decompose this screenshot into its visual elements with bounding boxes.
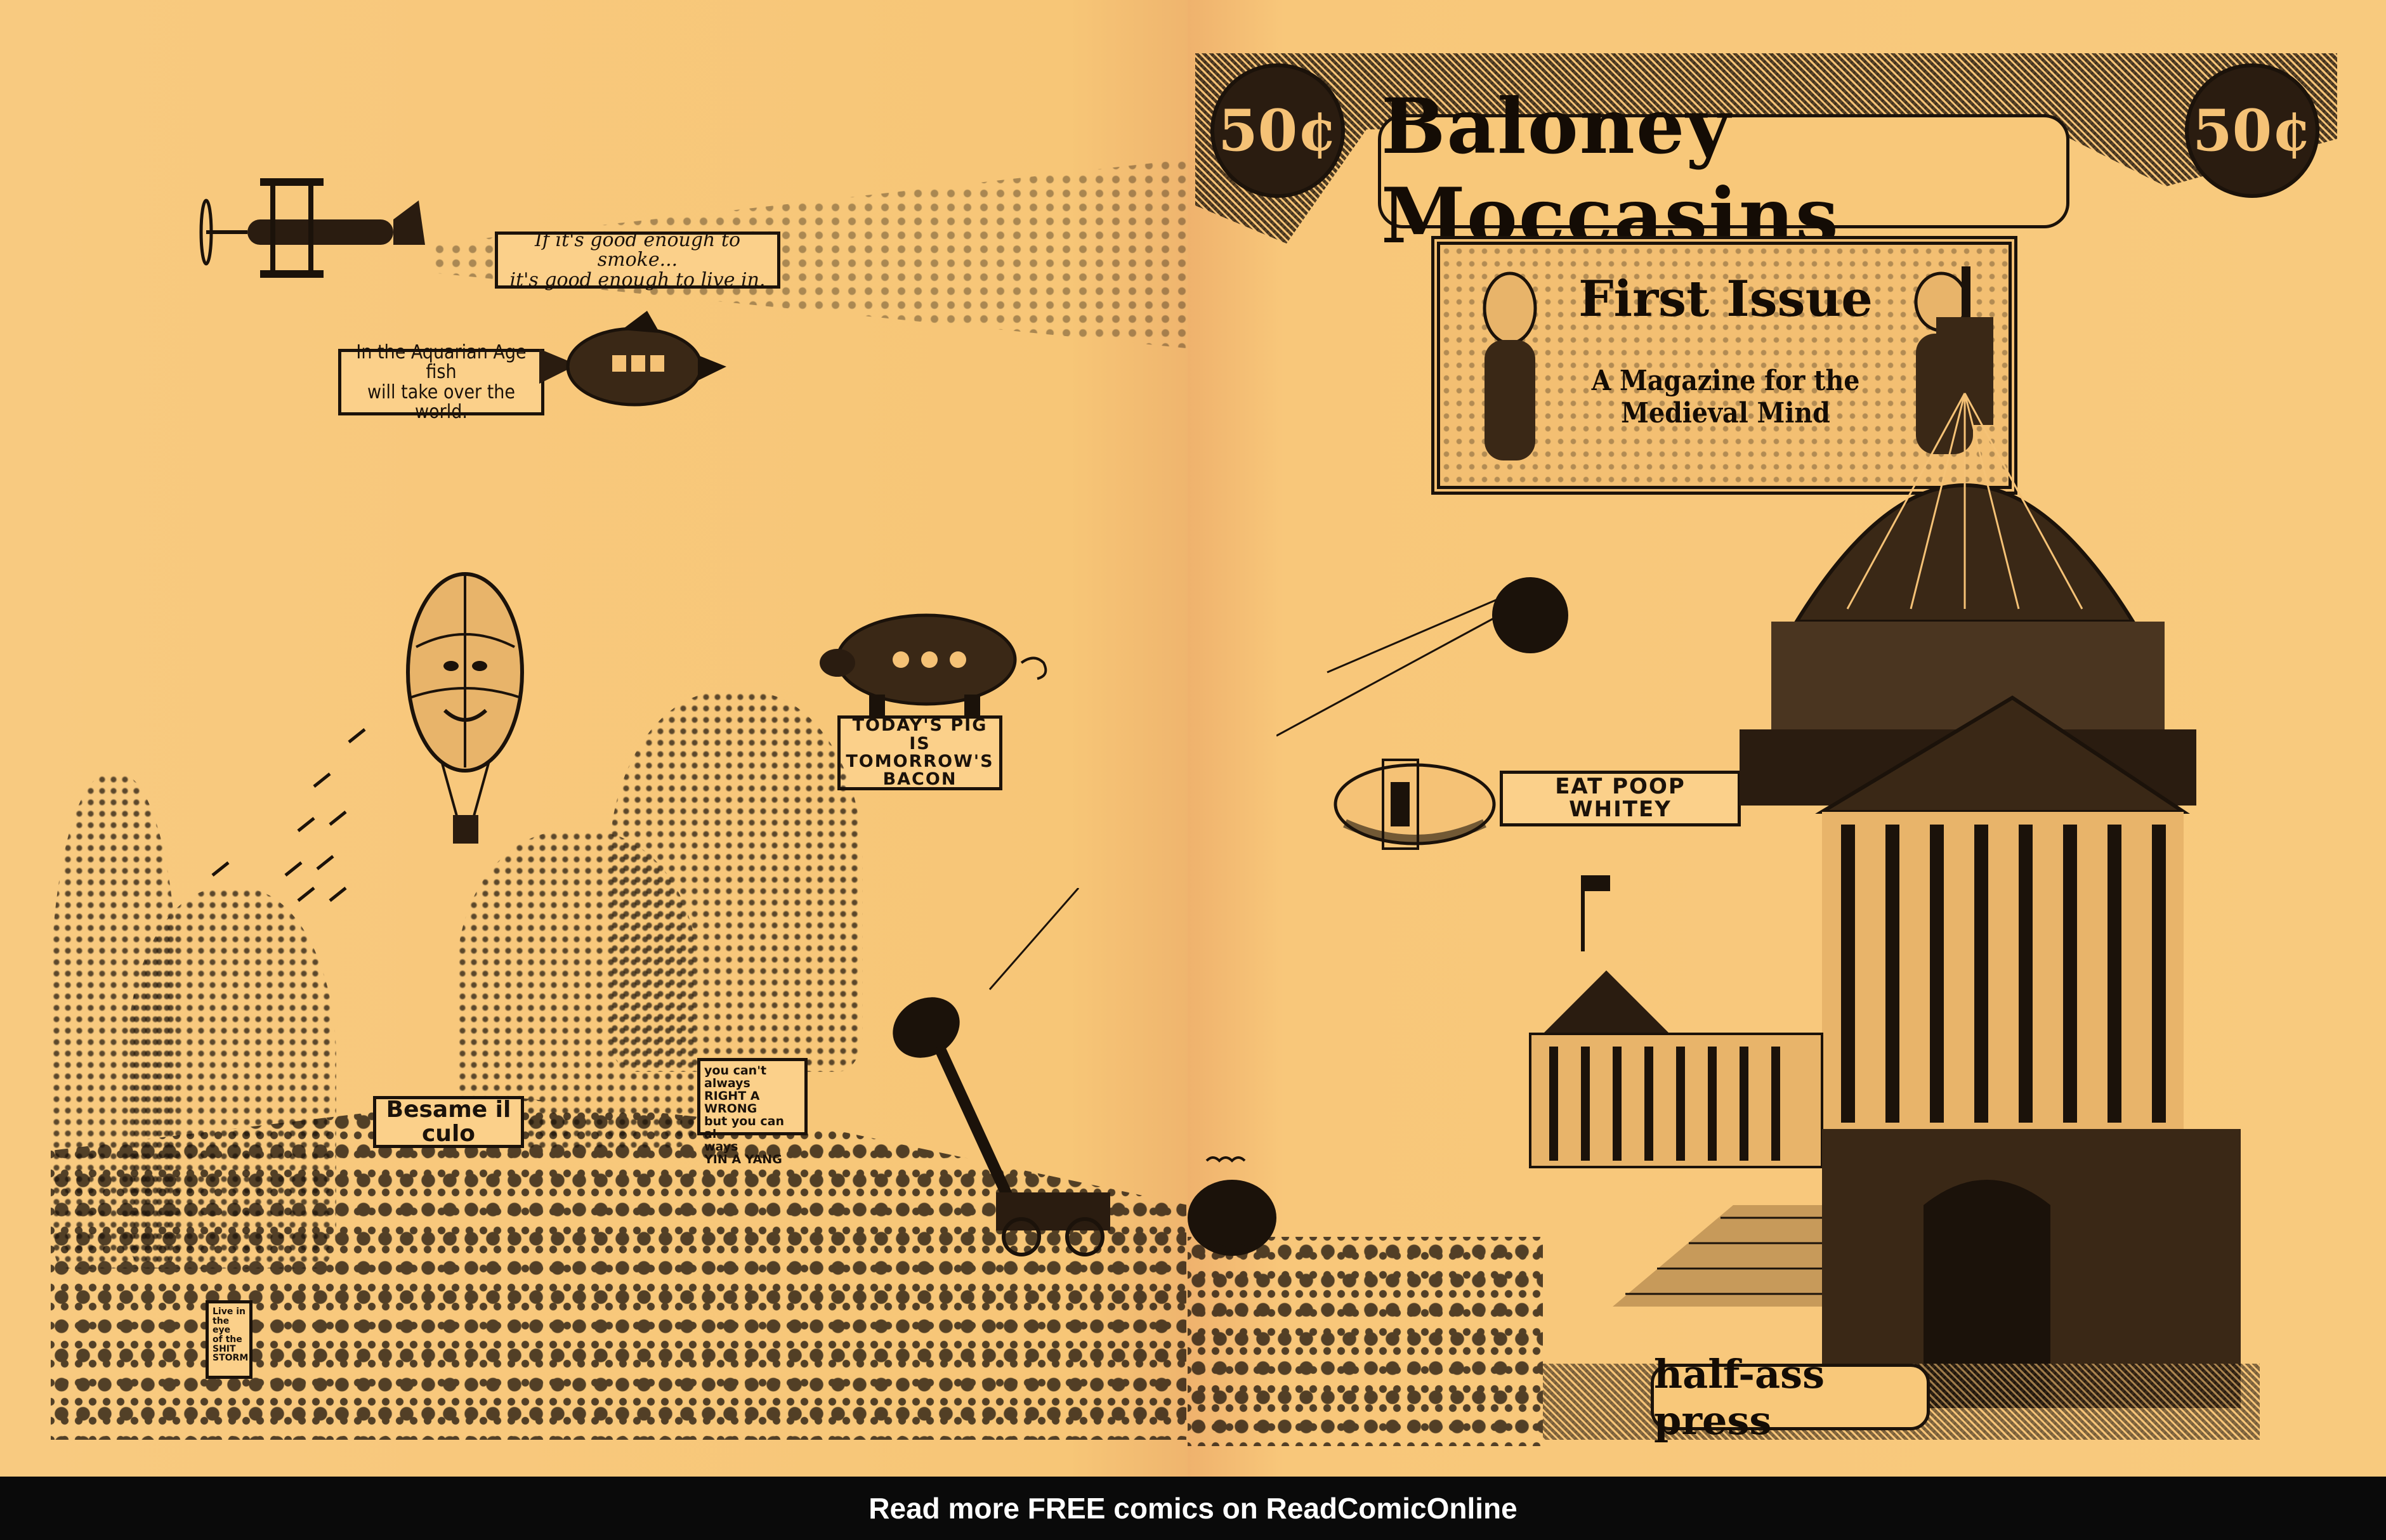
title-ribbon: Baloney Moccasins [1378,82,2069,261]
catapult-illustration [893,888,1110,1256]
price-left: 50¢ [1218,97,1337,164]
tagline-line2: Medieval Mind [1621,396,1830,429]
bird-arrows [211,728,366,902]
price-seal-right: 50¢ [2185,63,2319,198]
face-balloon-illustration [406,572,524,844]
tagline: A Magazine for the Medieval Mind [1554,365,1897,429]
footer-link[interactable]: Read more FREE comics on ReadComicOnline [869,1492,1517,1525]
tagline-line1: A Magazine for the [1591,365,1860,397]
fish-banner: In the Aquarian Age fish will take over … [338,342,544,422]
fish-banner-line2: will take over the world. [367,381,516,423]
tree [609,691,863,1072]
publisher-ribbon: half-ass press [1651,1351,1930,1444]
crowd-banner: Besame il culo [373,1096,524,1148]
yin-sign-line3: but you can al- [704,1114,785,1141]
right-page: 50¢ 50¢ Baloney Moccasins First Issue A … [1188,0,2386,1477]
pig-sign-line1: TODAY'S PIG IS [852,715,988,754]
crowd-banner-text: Besame il culo [386,1097,511,1147]
issue-label: First Issue [1578,270,1873,328]
capitol-building-illustration [1529,266,2241,1408]
meteor-illustration [1276,577,1568,737]
cherub-left-illustration [1483,271,1537,460]
yin-yang-sign: you can't always RIGHT A WRONG but you c… [697,1058,808,1166]
footer-banner[interactable]: Read more FREE comics on ReadComicOnline [0,1477,2386,1540]
flying-pig-illustration [820,613,1047,720]
storm-sign-line3: of the [213,1334,242,1345]
storm-sign-line5: STORM [213,1353,249,1364]
pig-sign-line3: BACON [882,769,957,790]
fist-blimp-illustration [1334,759,1496,850]
blimp-banner: EAT POOP WHITEY [1500,771,1741,826]
yin-sign-line4: ways [704,1139,738,1154]
price-seal-left: 50¢ [1210,63,1345,198]
left-page: If it's good enough to smoke... it's goo… [0,0,1193,1477]
first-issue-panel: First Issue A Magazine for the Medieval … [1431,236,2017,495]
fish-airship-illustration [539,311,726,407]
biplane-illustration [199,178,425,278]
pig-sign-line2: TOMORROW'S [846,752,994,771]
crowd [1188,1237,1543,1446]
publisher-name: half-ass press [1654,1350,1825,1444]
price-right: 50¢ [2193,97,2312,164]
yin-sign-line1: you can't always [704,1064,767,1090]
storm-sign: Live in the eye of the SHIT STORM [206,1300,252,1379]
storm-sign-line1: Live in [213,1307,246,1317]
plane-banner-line2: it's good enough to live in. [509,268,766,291]
blimp-banner-text: EAT POOP WHITEY [1555,774,1686,822]
pig-sign: TODAY'S PIG IS TOMORROW'S BACON [837,715,1002,790]
plane-banner-line1: If it's good enough to smoke... [534,228,741,271]
storm-sign-line4: SHIT [213,1343,236,1354]
storm-sign-line2: the eye [213,1315,231,1336]
yin-sign-line2: RIGHT A WRONG [704,1088,760,1116]
fish-banner-line1: In the Aquarian Age fish [356,341,527,383]
plane-banner: If it's good enough to smoke... it's goo… [495,228,780,291]
yin-sign-line5: YIN A YANG [704,1152,782,1166]
magazine-title: Baloney Moccasins [1381,82,1840,261]
